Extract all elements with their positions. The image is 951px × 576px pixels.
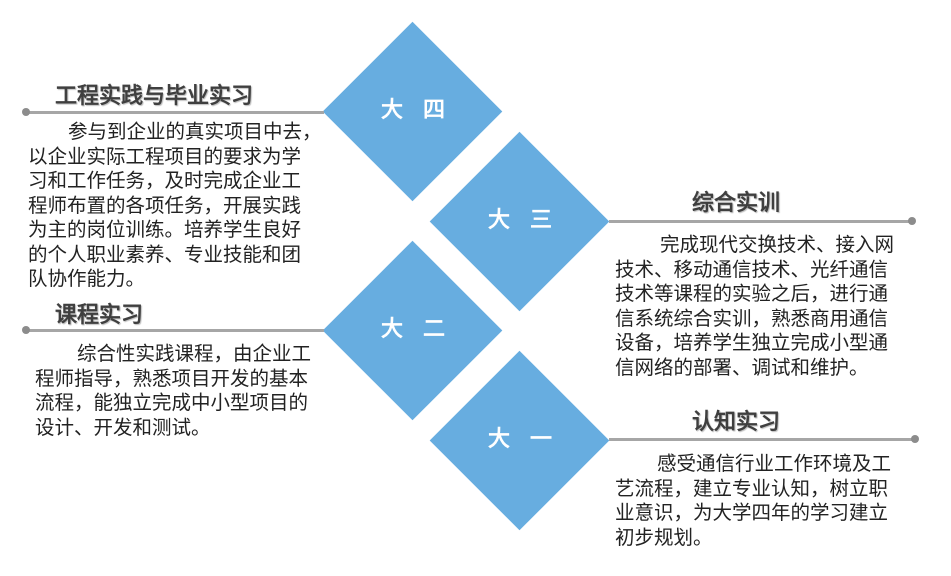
- text-line: 参与到企业的真实项目中去，: [68, 120, 322, 143]
- text-line: 以企业实际工程项目的要求为学: [28, 144, 302, 168]
- text-line: 的个人职业素养、专业技能和团: [28, 242, 302, 266]
- stage-title-3: 综合实训: [692, 191, 781, 216]
- year-label-2: 大二: [323, 315, 503, 345]
- text-line: 为主的岗位训练。培养学生良好: [28, 218, 302, 241]
- text-line: 感受通信行业工作环境及工: [657, 452, 892, 475]
- year-label-3: 大三: [430, 206, 610, 236]
- text-line: 设备，培养学生独立完成小型通: [615, 331, 889, 354]
- year-char: 三: [530, 208, 553, 233]
- text-line: 习和工作任务，及时完成企业工: [28, 169, 302, 192]
- text-line: 信网络的部署、调试和维护。: [615, 355, 869, 379]
- year-label-1: 大一: [430, 425, 610, 455]
- connector-dot-3: [908, 217, 916, 225]
- text-line: 技术等课程的实验之后，进行通: [615, 282, 889, 305]
- text-line: 流程，能独立完成中小型项目的: [35, 391, 309, 414]
- text-line: 设计、开发和测试。: [35, 415, 211, 439]
- year-label-4: 大四: [323, 96, 503, 126]
- text-line: 初步规划。: [615, 525, 713, 549]
- text-line: 艺流程，建立专业认知，树立职: [615, 476, 889, 500]
- text-line: 综合性实践课程，由企业工: [77, 342, 312, 365]
- stage-description-2: 综合性实践课程，由企业工 程师指导，熟悉项目开发的基本 流程，能独立完成中小型项…: [35, 342, 311, 440]
- year-char: 四: [423, 98, 446, 123]
- connector-dot-4: [22, 108, 30, 116]
- connector-line-4: [26, 111, 324, 114]
- connector-line-3: [609, 220, 912, 223]
- text-line: 信系统综合实训，熟悉商用通信: [615, 306, 889, 330]
- connector-line-2: [26, 329, 324, 332]
- text-line: 程师布置的各项任务，开展实践: [28, 193, 302, 217]
- connector-dot-1: [911, 435, 919, 443]
- year-char: 大: [380, 317, 403, 342]
- text-line: 技术、移动通信技术、光纤通信: [615, 257, 889, 281]
- stage-title-1: 认知实习: [692, 410, 781, 435]
- text-line: 完成现代交换技术、接入网: [660, 233, 895, 256]
- connector-dot-2: [22, 326, 30, 334]
- year-char: 大: [487, 208, 510, 233]
- text-line: 业意识，为大学四年的学习建立: [615, 501, 889, 524]
- year-char: 大: [380, 98, 403, 123]
- stage-description-1: 感受通信行业工作环境及工 艺流程，建立专业认知，树立职 业意识，为大学四年的学习…: [615, 452, 891, 550]
- year-char: 大: [487, 427, 510, 452]
- stage-title-4: 工程实践与毕业实习: [55, 84, 254, 109]
- year-char: 一: [530, 427, 553, 452]
- text-line: 程师指导，熟悉项目开发的基本: [35, 366, 309, 390]
- stage-description-3: 完成现代交换技术、接入网 技术、移动通信技术、光纤通信 技术等课程的实验之后，进…: [615, 233, 894, 380]
- connector-line-1: [609, 438, 915, 441]
- text-line: 队协作能力。: [28, 267, 146, 290]
- stage-description-4: 参与到企业的真实项目中去， 以企业实际工程项目的要求为学 习和工作任务，及时完成…: [28, 120, 322, 292]
- year-char: 二: [423, 317, 446, 342]
- stage-title-2: 课程实习: [55, 303, 144, 328]
